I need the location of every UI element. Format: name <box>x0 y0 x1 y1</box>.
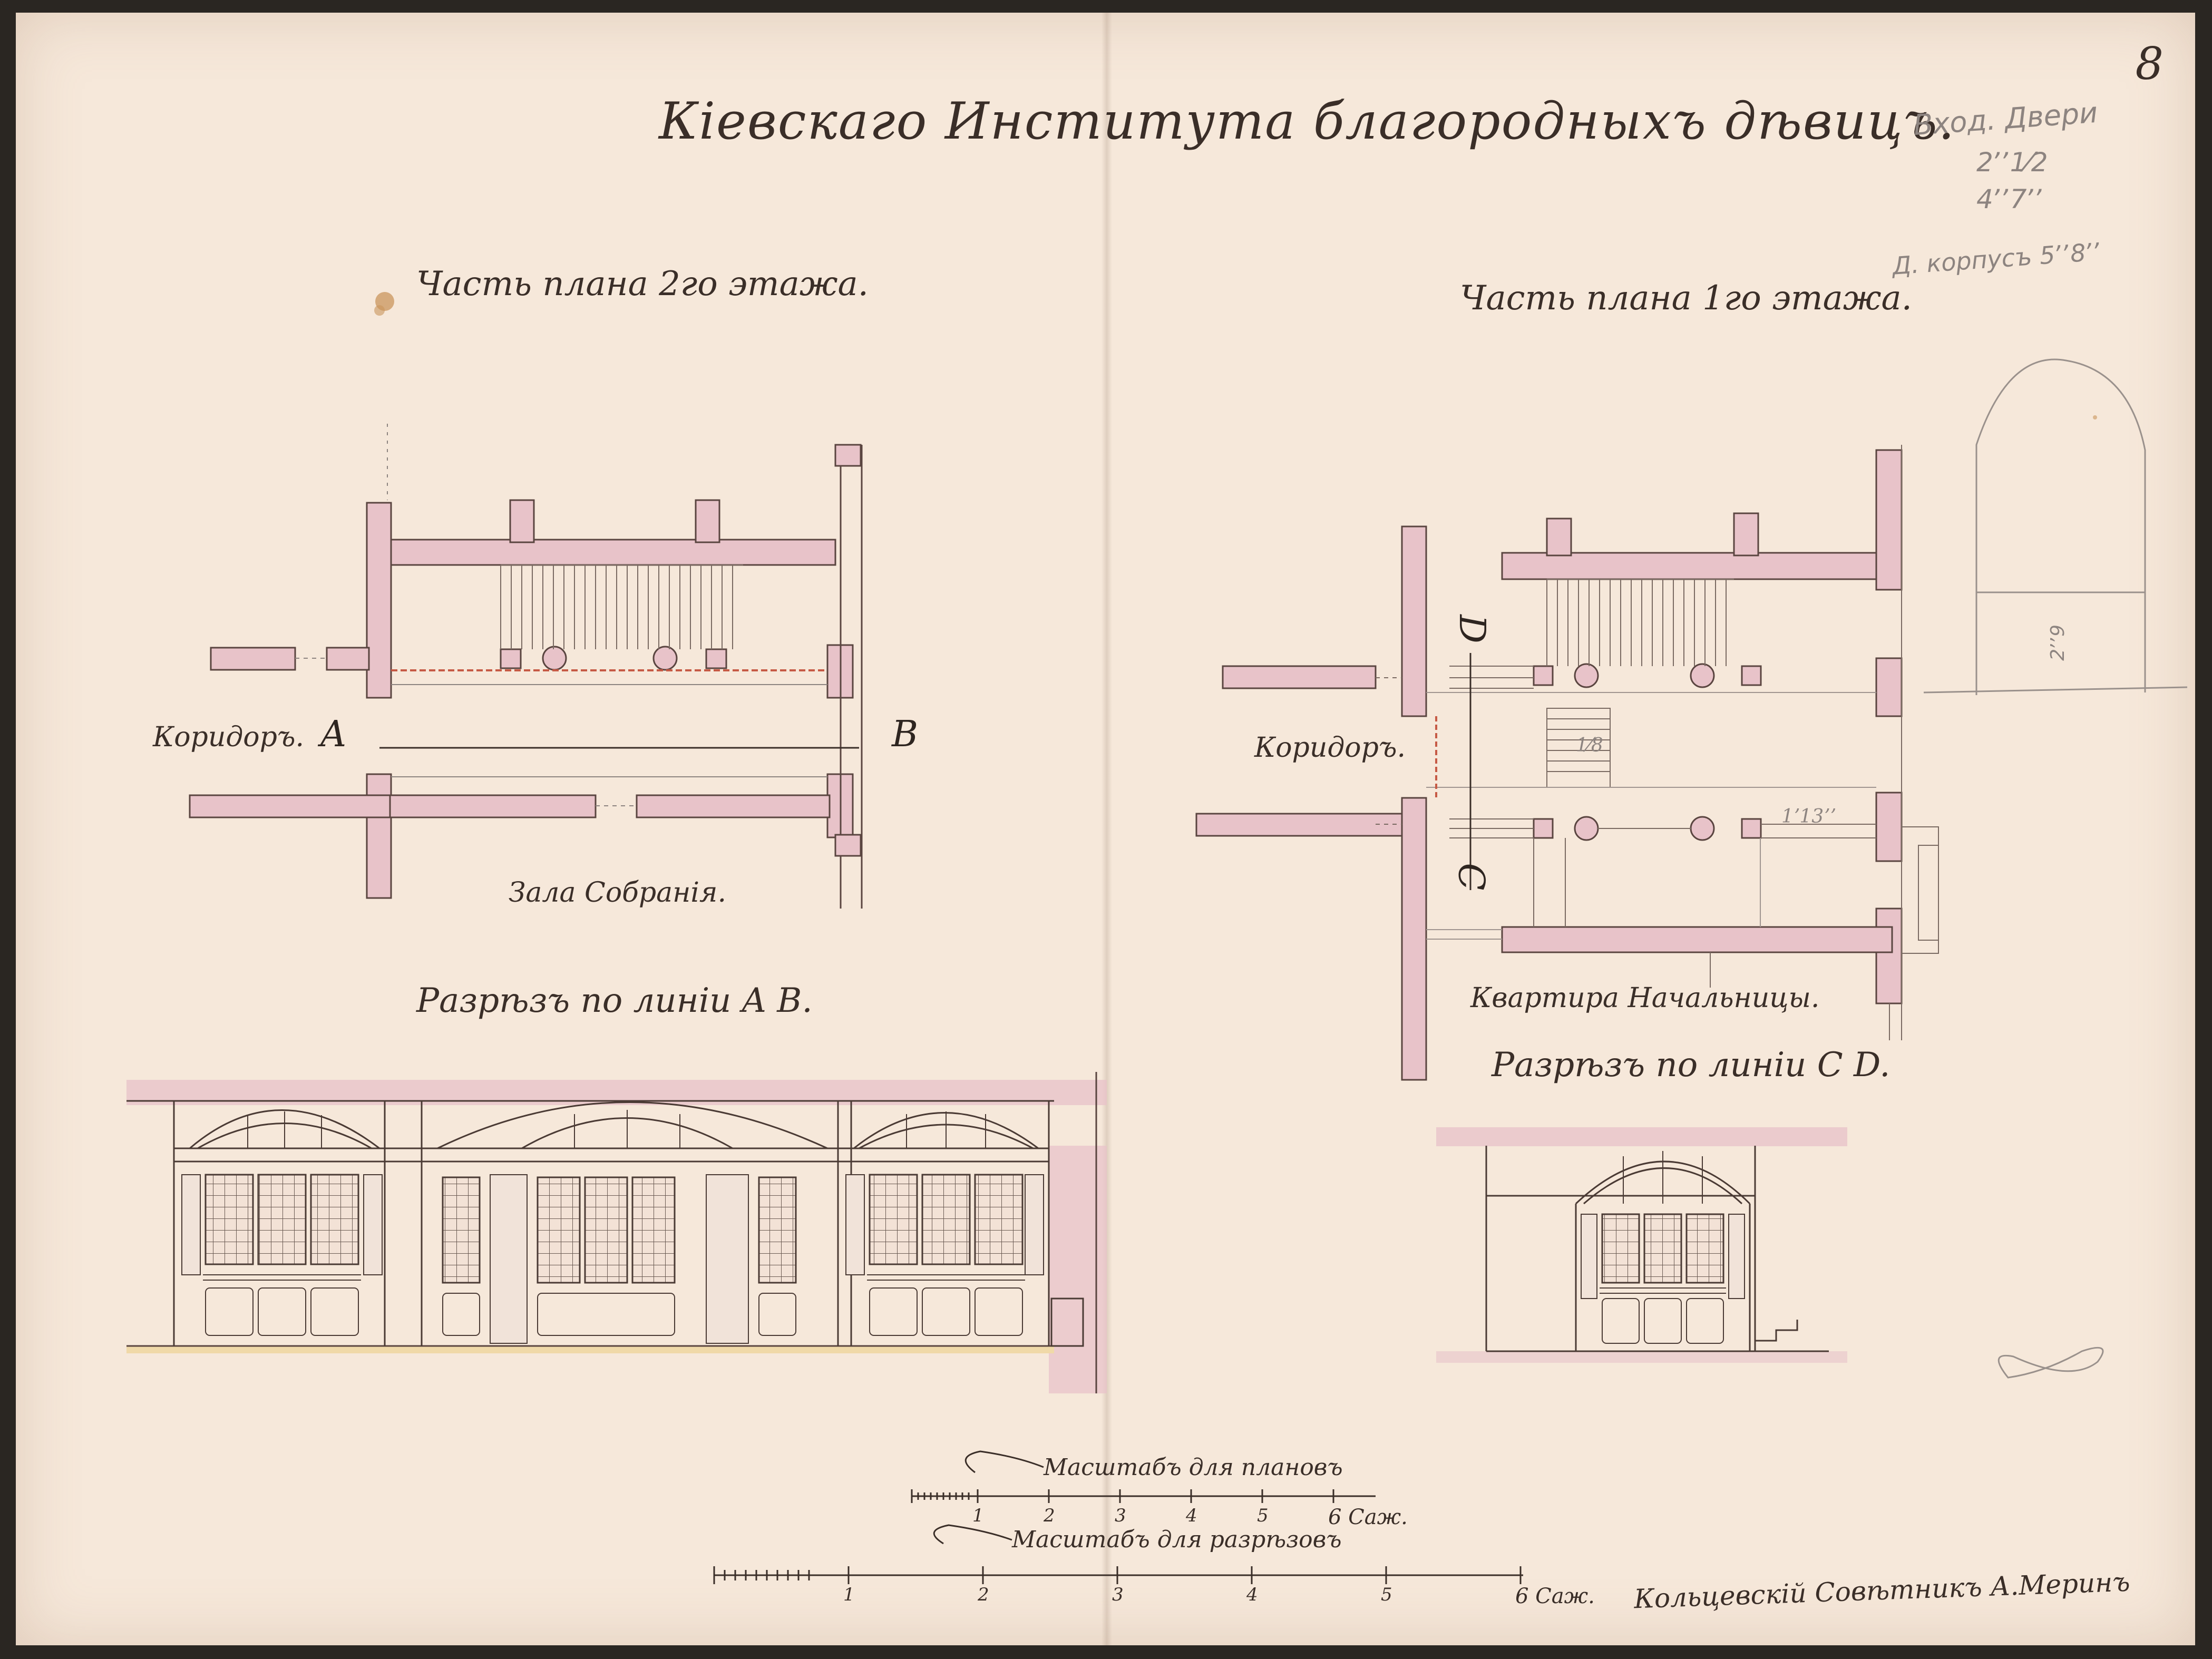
pencil-arch-dimension: 2ʼʼ9 <box>2047 624 2069 661</box>
second-floor-plan <box>189 424 863 909</box>
stair-dimension: 1⁄8 <box>1576 735 1603 756</box>
section-cd-title: Разрѣзъ по линiи C D. <box>1492 1046 1891 1085</box>
architectural-drawing <box>126 292 2188 1584</box>
landing-dimension: 1ʼ13ʼʼ <box>1781 806 1836 827</box>
right-corridor-label: Коридоръ. <box>1254 732 1406 764</box>
section-scale-tick-2: 2 <box>978 1584 989 1605</box>
plan-scale-tick-5: 5 <box>1257 1505 1269 1526</box>
left-corridor-label: Коридоръ. <box>153 721 305 753</box>
paper-stains <box>374 292 2097 419</box>
section-scale-label: Масштабъ для разрѣзовъ <box>1012 1526 1342 1553</box>
section-scale-tick-6: 6 Саж. <box>1515 1584 1595 1608</box>
pencil-note-3: 4ʼʼ7ʼʼ <box>1976 184 2044 214</box>
first-floor-plan <box>1195 445 1939 1081</box>
section-a-b <box>126 1072 1107 1393</box>
plan-scale-tick-3: 3 <box>1115 1505 1126 1526</box>
section-ab-title: Разрѣзъ по линiи A B. <box>416 981 813 1020</box>
section-scale-bar <box>713 1524 1523 1584</box>
section-scale-tick-1: 1 <box>843 1584 855 1605</box>
section-scale-tick-4: 4 <box>1246 1584 1258 1605</box>
headmistress-apartment-label: Квартира Начальницы. <box>1470 982 1820 1014</box>
second-floor-title: Часть плана 2го этажа. <box>416 265 869 304</box>
marker-d: D <box>1450 614 1493 643</box>
marker-c: C <box>1450 863 1492 891</box>
section-c-d <box>1436 1127 1847 1363</box>
plan-scale-tick-4: 4 <box>1186 1505 1197 1526</box>
pencil-arch-sketch <box>1923 358 2188 1379</box>
plan-scale-tick-2: 2 <box>1044 1505 1055 1526</box>
plan-scale-bar <box>911 1450 1376 1503</box>
marker-a: A <box>320 714 347 755</box>
first-floor-title: Часть плана 1го этажа. <box>1460 279 1912 318</box>
pencil-note-2: 2ʼʼ1⁄2 <box>1976 147 2048 178</box>
drawing-sheet: Кiевскаго Института благородныхъ дѣвицъ.… <box>16 13 2195 1645</box>
section-scale-tick-5: 5 <box>1381 1584 1392 1605</box>
plan-scale-tick-1: 1 <box>972 1505 984 1526</box>
section-scale-tick-3: 3 <box>1112 1584 1124 1605</box>
drawing-title: Кiевскаго Института благородныхъ дѣвицъ. <box>659 92 1956 151</box>
marker-b: B <box>892 714 918 755</box>
assembly-hall-label: Зала Собранiя. <box>509 877 727 909</box>
page-number: 8 <box>2135 38 2164 90</box>
plan-scale-label: Масштабъ для плановъ <box>1044 1454 1343 1481</box>
plan-scale-tick-6: 6 Саж. <box>1328 1505 1408 1529</box>
